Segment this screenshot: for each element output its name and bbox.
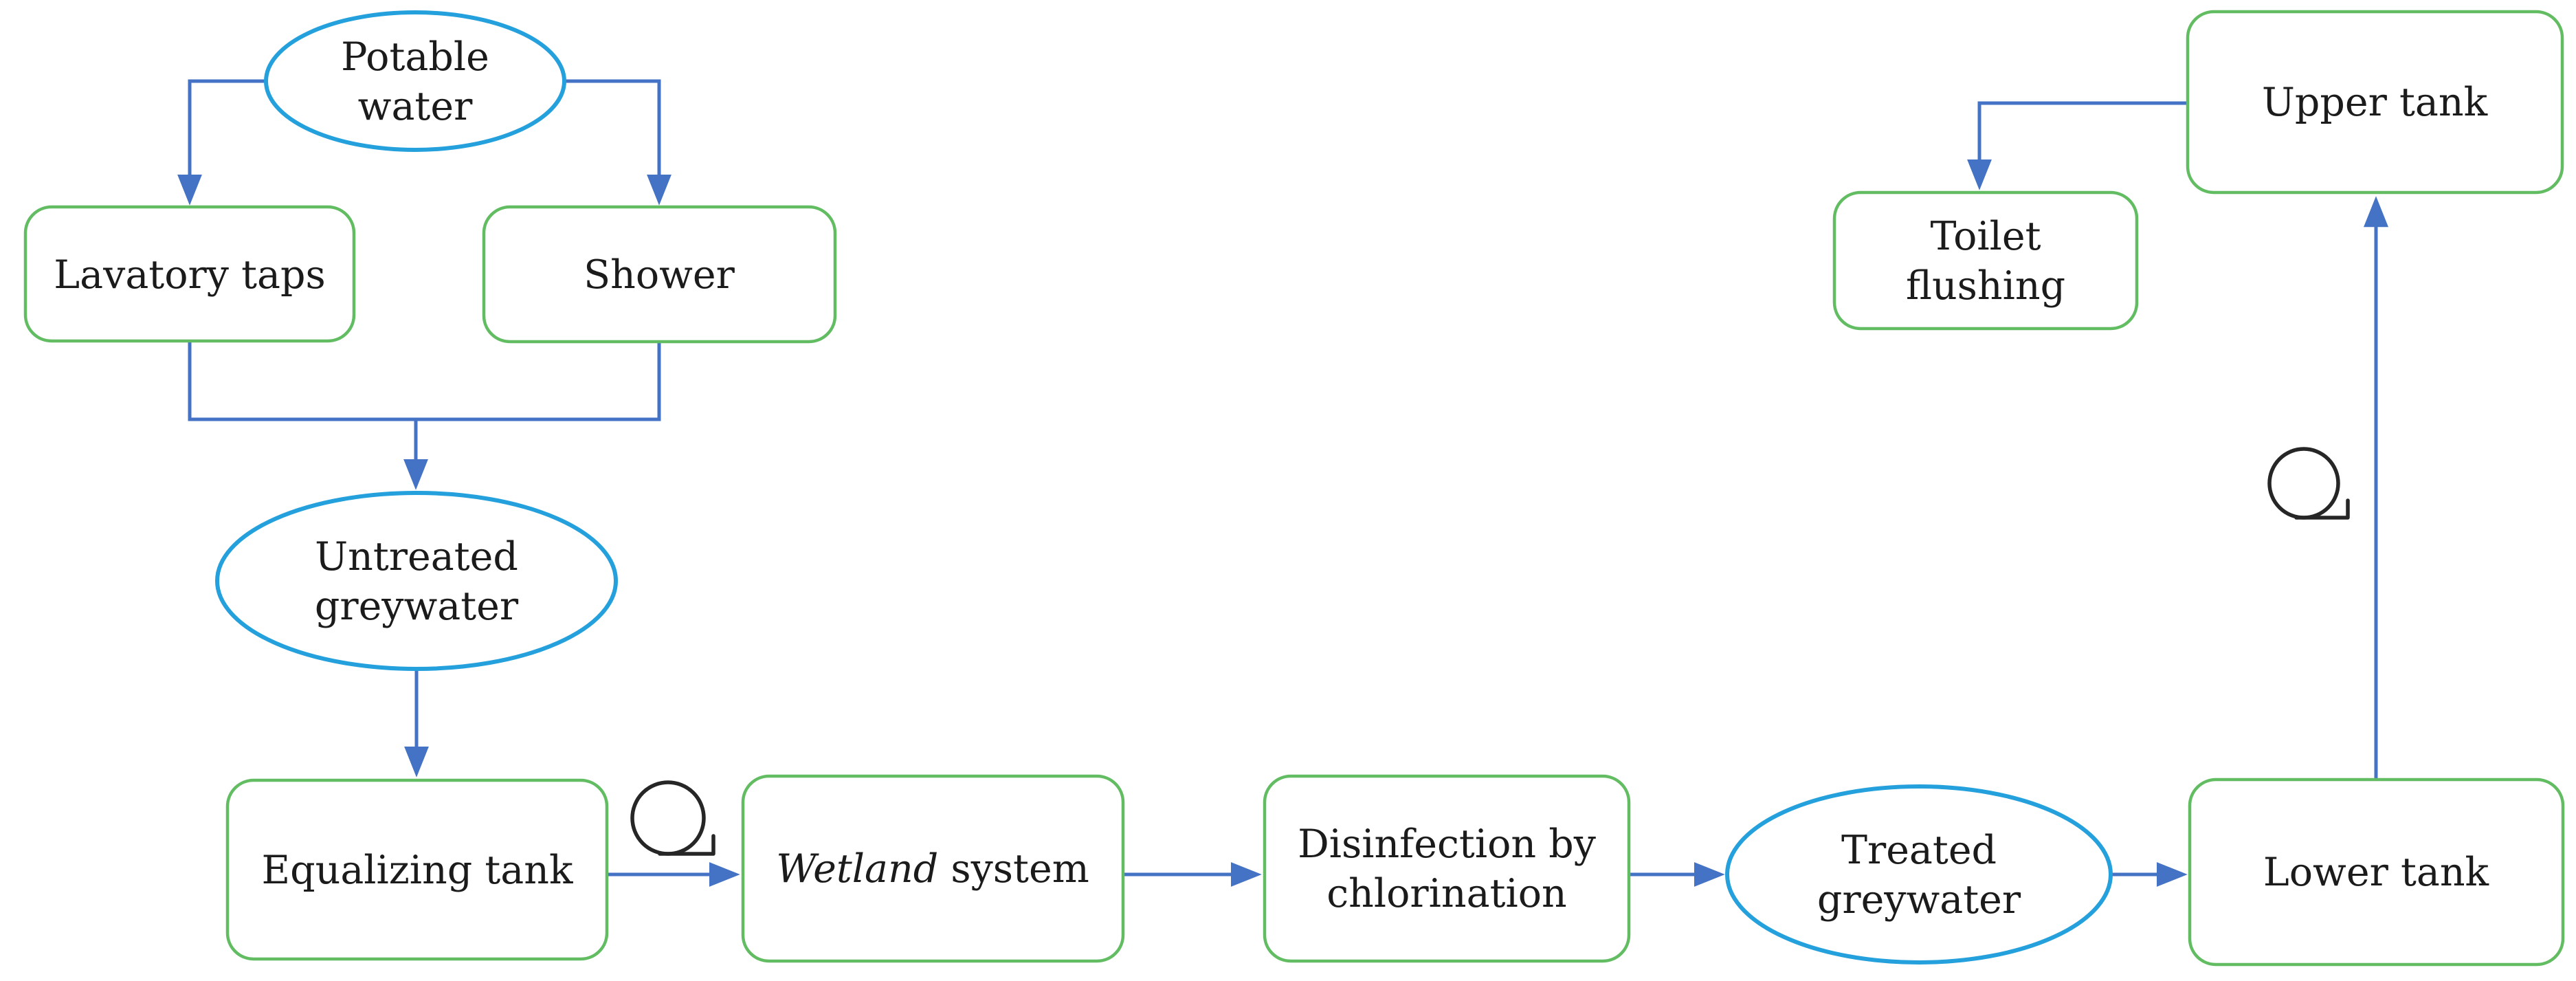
node-wetland-system: Wetland system <box>741 774 1125 963</box>
node-treated-greywater: Treated greywater <box>1725 784 2113 965</box>
node-label: Wetland system <box>776 846 1089 892</box>
box-shape <box>225 778 609 961</box>
pump-icon <box>630 780 706 856</box>
pump-icon <box>2267 447 2340 520</box>
node-shower: Shower <box>482 205 837 344</box>
node-label: flushing <box>1906 263 2065 309</box>
pump-2 <box>2267 447 2350 520</box>
node-label: greywater <box>1817 877 2021 923</box>
pump-icon-tail <box>658 834 715 856</box>
edges <box>177 79 2388 887</box>
node-label: Untreated <box>315 534 518 580</box>
box-shape <box>2188 778 2565 967</box>
node-label: chlorination <box>1326 871 1567 916</box>
box-shape <box>2186 10 2564 195</box>
edge-lavatory-taps-to-untreated-greywater <box>188 341 428 490</box>
node-label: greywater <box>315 584 519 629</box>
box-shape <box>1263 774 1631 963</box>
node-lavatory-taps: Lavatory taps <box>23 205 356 343</box>
node-potable-water: Potable water <box>264 10 566 152</box>
box-shape <box>1832 190 2139 331</box>
node-disinfection-chlorination: Disinfection by chlorination <box>1263 774 1631 963</box>
box-shape <box>482 205 837 344</box>
node-label: Disinfection by <box>1298 822 1597 867</box>
node-label: Upper tank <box>2262 80 2488 125</box>
node-label: Shower <box>584 252 735 298</box>
edge-upper-tank-to-toilet-flushing <box>1967 101 2188 190</box>
node-label: Equalizing tank <box>262 848 573 893</box>
box-shape <box>23 205 356 343</box>
node-label: Lavatory taps <box>54 252 325 298</box>
node-toilet-flushing: Toilet flushing <box>1832 190 2139 331</box>
node-label: Lower tank <box>2263 850 2489 895</box>
ellipse-shape <box>264 10 566 152</box>
node-lower-tank: Lower tank <box>2188 778 2565 967</box>
node-untreated-greywater: Untreated greywater <box>215 491 618 671</box>
node-label: Treated <box>1841 828 1997 873</box>
node-label: Potable <box>341 34 489 80</box>
node-label: Toilet <box>1930 214 2041 259</box>
pump-1 <box>630 780 715 856</box>
box-shape <box>741 774 1125 963</box>
ellipse-shape <box>215 491 618 671</box>
edge-potable-water-to-lavatory-taps <box>177 79 266 206</box>
pump-icon-tail <box>2294 498 2350 520</box>
node-equalizing-tank: Equalizing tank <box>225 778 609 961</box>
edge-potable-water-to-shower <box>564 79 671 206</box>
node-upper-tank: Upper tank <box>2186 10 2564 195</box>
ellipse-shape <box>1725 784 2113 965</box>
edge-shower-to-untreated-greywater <box>416 342 661 421</box>
node-label: water <box>358 84 473 129</box>
